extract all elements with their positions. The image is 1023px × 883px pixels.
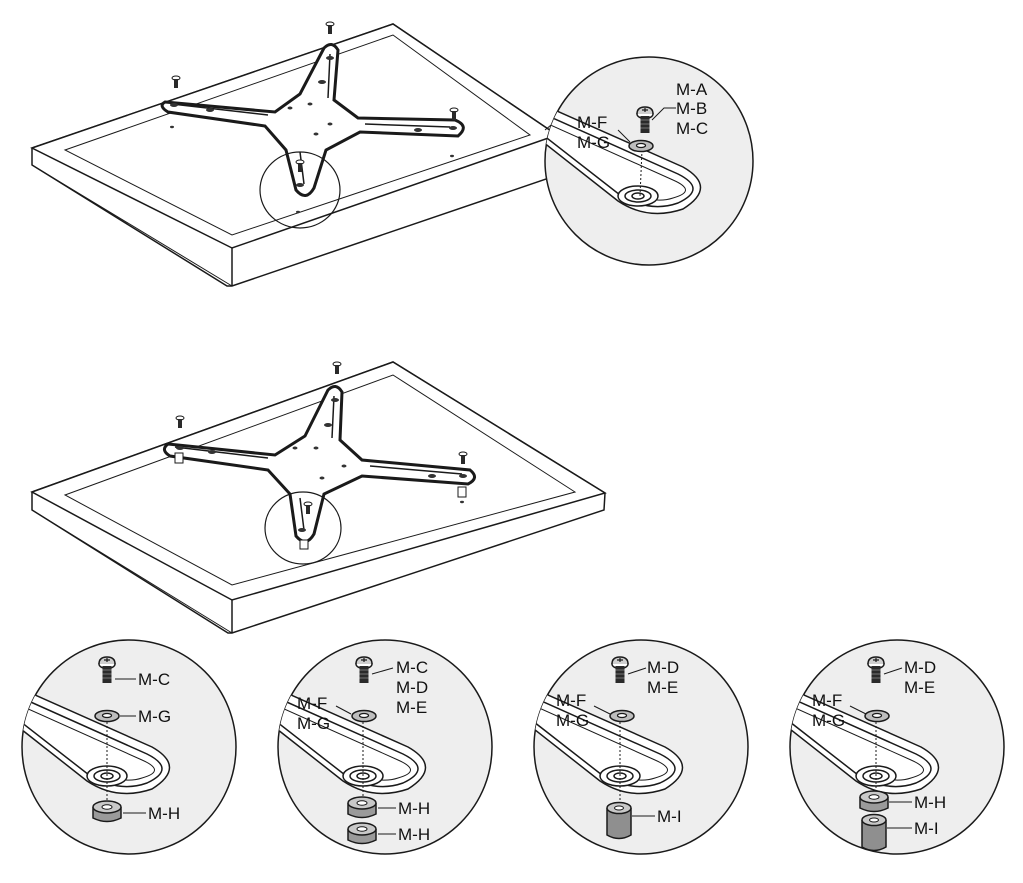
label-mc: M-C	[676, 119, 708, 138]
label: M-F	[812, 691, 842, 710]
label-mb: M-B	[676, 99, 707, 118]
label-ma: M-A	[676, 80, 708, 99]
label: M-E	[396, 698, 427, 717]
label: M-E	[904, 678, 935, 697]
label: M-E	[647, 678, 678, 697]
label-mf: M-F	[577, 113, 607, 132]
label-mg: M-G	[577, 133, 610, 152]
detail-circle-1: M-C M-G M-H	[21, 639, 237, 855]
label: M-F	[556, 691, 586, 710]
detail-circle-3: M-D M-E M-F M-G M-I	[533, 639, 749, 855]
label: M-G	[297, 714, 330, 733]
detail-circle-top: M-A M-B M-C M-F M-G	[544, 56, 754, 266]
label: M-H	[148, 804, 180, 823]
label: M-G	[812, 711, 845, 730]
label: M-C	[138, 670, 170, 689]
detail-circle-2: M-C M-D M-E M-F M-G M-H M-H	[277, 639, 493, 855]
label: M-I	[914, 819, 939, 838]
cross-bracket-middle	[163, 361, 476, 565]
label: M-C	[396, 658, 428, 677]
label: M-H	[914, 793, 946, 812]
label: M-D	[904, 658, 936, 677]
label: M-G	[138, 707, 171, 726]
label: M-I	[657, 807, 682, 826]
label: M-F	[297, 694, 327, 713]
label: M-H	[398, 799, 430, 818]
cross-bracket-top	[160, 21, 465, 229]
detail-circle-4: M-D M-E M-F M-G M-H M-I	[789, 639, 1005, 855]
label: M-D	[647, 658, 679, 677]
label: M-H	[398, 825, 430, 844]
label: M-D	[396, 678, 428, 697]
label: M-G	[556, 711, 589, 730]
